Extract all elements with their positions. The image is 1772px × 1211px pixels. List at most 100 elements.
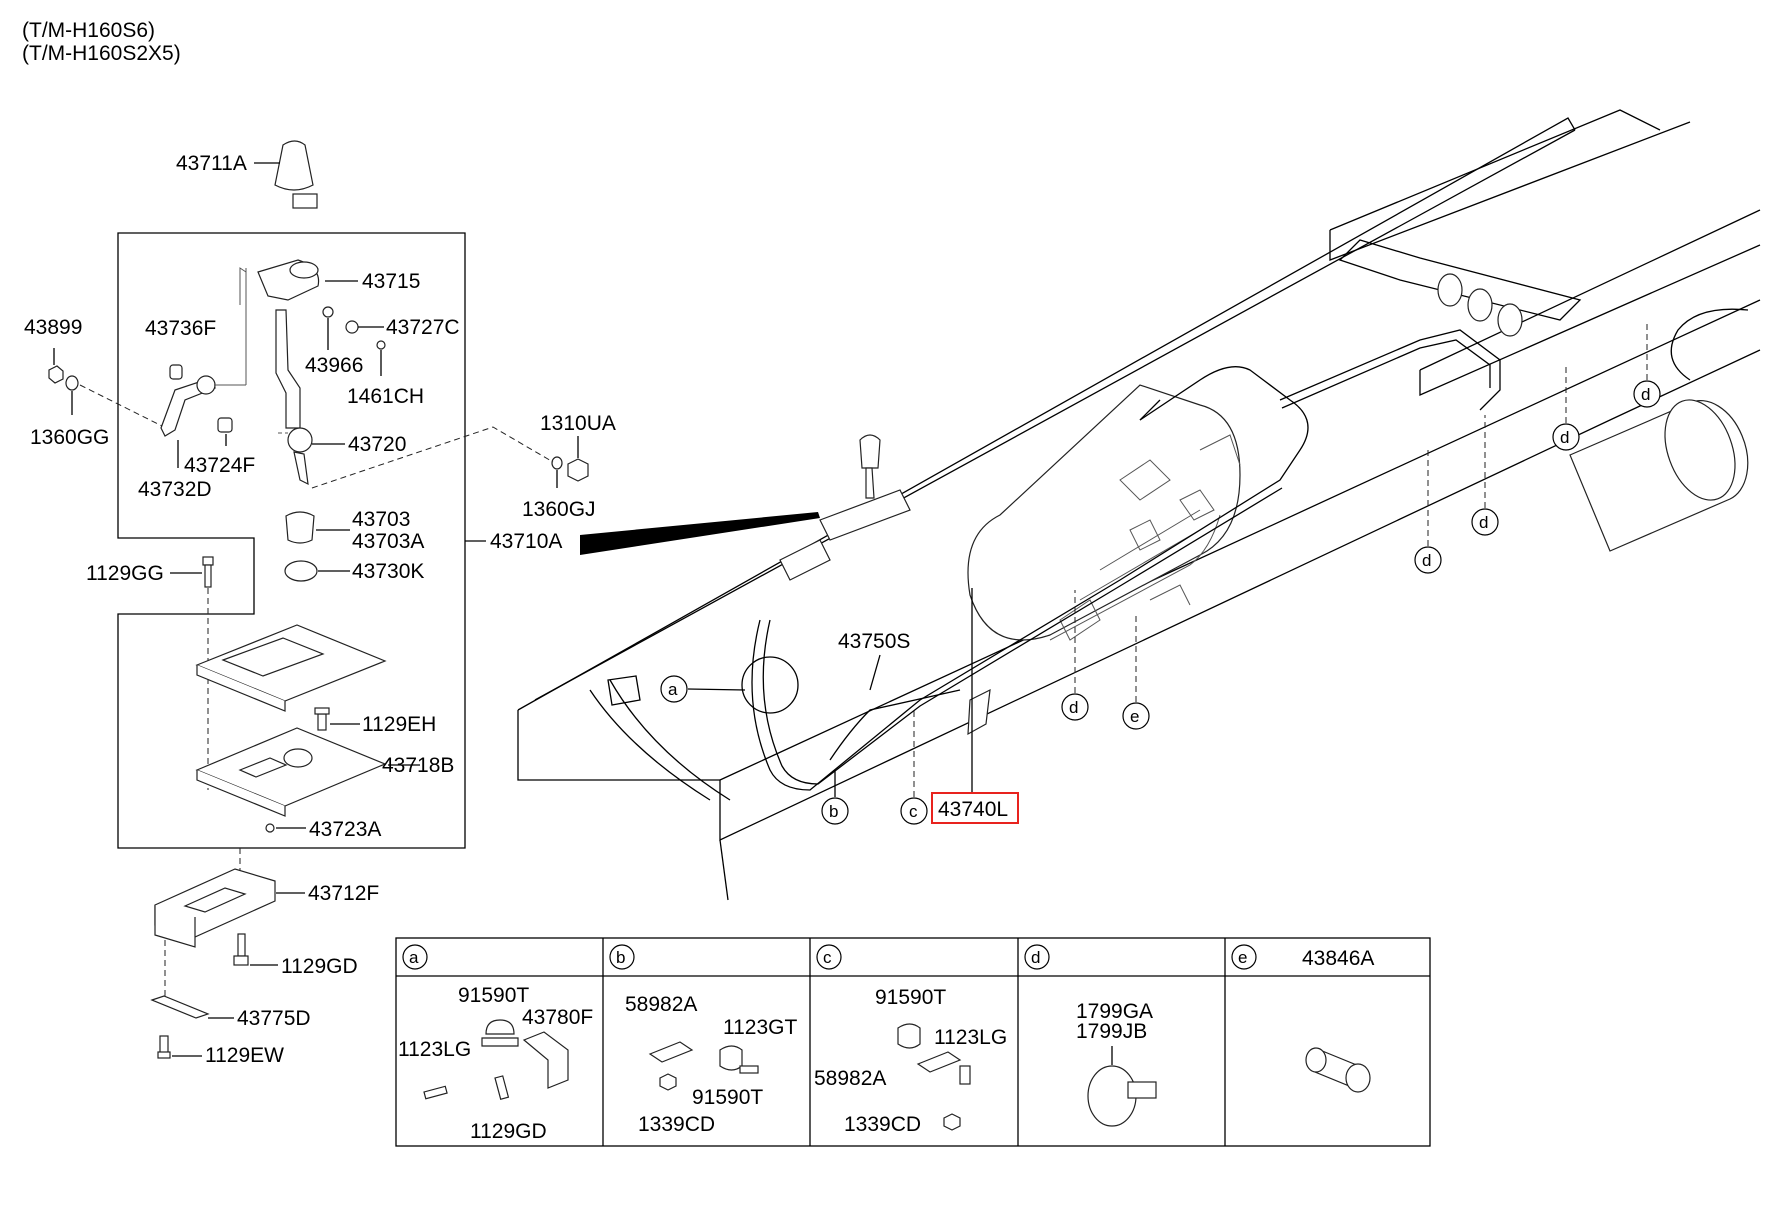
bushing-43703-part[interactable] xyxy=(285,511,350,544)
callout-e[interactable]: e xyxy=(1122,612,1150,730)
callout-b[interactable]: b xyxy=(821,770,849,825)
detail-b-label-0[interactable]: 58982A xyxy=(625,993,697,1016)
callout-a[interactable]: a xyxy=(660,675,746,703)
detail-a-label-3[interactable]: 1129GD xyxy=(470,1120,547,1143)
part-label-43899[interactable]: 43899 xyxy=(24,316,82,339)
detail-a-label-1[interactable]: 43780F xyxy=(522,1006,593,1029)
shift-cable-43740L xyxy=(751,329,1501,791)
part-label-43775D[interactable]: 43775D xyxy=(237,1007,311,1030)
shift-lever-part[interactable] xyxy=(275,309,345,486)
svg-text:d: d xyxy=(1069,698,1078,717)
part-label-1129EW[interactable]: 1129EW xyxy=(205,1044,284,1067)
detail-a-label-0[interactable]: 91590T xyxy=(458,984,529,1007)
highlight-box-43740L xyxy=(931,792,1019,824)
part-label-43720[interactable]: 43720 xyxy=(348,433,406,456)
detail-header-e: e xyxy=(1238,948,1247,967)
callout-d-4[interactable]: d xyxy=(1552,365,1580,451)
svg-text:d: d xyxy=(1479,513,1488,532)
washer-1360GJ-icon xyxy=(551,456,563,470)
part-label-43715[interactable]: 43715 xyxy=(362,270,420,293)
callout-d-1[interactable]: d xyxy=(1061,590,1089,721)
part-label-43740L[interactable]: 43740L xyxy=(938,798,1008,821)
frame-shift-lever xyxy=(779,434,911,581)
callout-c[interactable]: c xyxy=(900,710,928,825)
part-label-43736F[interactable]: 43736F xyxy=(145,317,216,340)
part-label-43730K[interactable]: 43730K xyxy=(352,560,424,583)
detail-c-label-2[interactable]: 58982A xyxy=(814,1067,886,1090)
part-label-43711A[interactable]: 43711A xyxy=(176,152,247,175)
svg-text:d: d xyxy=(1641,385,1650,404)
svg-text:d: d xyxy=(1422,551,1431,570)
plate-43775D-part[interactable] xyxy=(150,995,234,1019)
part-label-43718B[interactable]: 43718B xyxy=(382,754,454,777)
part-label-1360GJ[interactable]: 1360GJ xyxy=(522,498,596,521)
part-label-1310UA[interactable]: 1310UA xyxy=(540,412,616,435)
part-label-1129GG[interactable]: 1129GG xyxy=(86,562,164,585)
detail-header-c: c xyxy=(823,948,832,967)
part-label-43732D[interactable]: 43732D xyxy=(138,478,212,501)
part-label-43703[interactable]: 43703 xyxy=(352,508,410,531)
screw-1129EH-part[interactable] xyxy=(314,707,360,731)
bolt-1129GD-part[interactable] xyxy=(233,933,278,966)
part-label-43723A[interactable]: 43723A xyxy=(309,818,381,841)
part-label-1129EH[interactable]: 1129EH xyxy=(362,713,436,736)
part-label-1360GG[interactable]: 1360GG xyxy=(30,426,109,449)
cable-43750S-part[interactable] xyxy=(829,654,961,761)
bushing-43736F-icon xyxy=(169,364,183,380)
ring-43730K-icon xyxy=(284,560,318,582)
detail-col-a: a 91590T 43780F 1123LG 1129GD xyxy=(398,944,593,1143)
detail-col-e: e 43846A xyxy=(1231,944,1374,1093)
nut-43899-part[interactable] xyxy=(48,348,64,384)
bracket-43712F-part[interactable] xyxy=(154,868,305,948)
svg-text:a: a xyxy=(668,680,678,699)
part-label-43966[interactable]: 43966 xyxy=(305,354,363,377)
detail-col-c: c 91590T 1123LG 58982A 1339CD xyxy=(814,944,1007,1136)
part-label-43703A[interactable]: 43703A xyxy=(352,530,424,553)
detail-c-label-1[interactable]: 1123LG xyxy=(934,1026,1007,1049)
part-label-43712F[interactable]: 43712F xyxy=(308,882,379,905)
detail-c-label-0[interactable]: 91590T xyxy=(875,986,946,1009)
callout-d-2[interactable]: d xyxy=(1414,450,1442,574)
base-plate-43718B-part[interactable] xyxy=(195,624,420,817)
assembly-box-43710A xyxy=(117,232,466,849)
part-label-43727C[interactable]: 43727C xyxy=(386,316,460,339)
detail-table xyxy=(395,937,1431,1147)
svg-text:e: e xyxy=(1130,707,1139,726)
detail-b-label-2[interactable]: 91590T xyxy=(692,1086,763,1109)
detail-d-label-0[interactable]: 1799GA xyxy=(1076,1000,1153,1023)
detail-d-label-1[interactable]: 1799JB xyxy=(1076,1020,1147,1043)
detail-e-part[interactable]: 43846A xyxy=(1302,947,1374,970)
svg-text:d: d xyxy=(1560,428,1569,447)
part-label-43750S[interactable]: 43750S xyxy=(838,630,910,653)
detail-header-b: b xyxy=(616,948,625,967)
shift-knob-part[interactable] xyxy=(254,140,318,209)
nut-1310UA-icon xyxy=(567,458,589,482)
variant-label-2: (T/M-H160S2X5) xyxy=(22,42,181,65)
detail-b-label-3[interactable]: 1339CD xyxy=(638,1113,715,1136)
detail-col-b: b 58982A 1123GT 91590T 1339CD xyxy=(609,944,797,1136)
transmission-assembly xyxy=(967,384,1241,641)
part-43723A-icon xyxy=(265,823,275,833)
part-label-43724F[interactable]: 43724F xyxy=(184,454,255,477)
part-label-1129GD[interactable]: 1129GD xyxy=(281,955,358,978)
detail-c-label-3[interactable]: 1339CD xyxy=(844,1113,921,1136)
callout-d-3[interactable]: d xyxy=(1471,415,1499,536)
bolt-1129GG-part[interactable] xyxy=(170,556,214,588)
pin-43724F-icon xyxy=(217,417,233,433)
selector-arm-part[interactable] xyxy=(160,375,217,468)
part-label-1461CH[interactable]: 1461CH xyxy=(347,385,424,408)
part-1461CH-icon xyxy=(376,340,386,350)
detail-zoom-circle xyxy=(741,656,799,714)
detail-b-label-1[interactable]: 1123GT xyxy=(723,1016,797,1039)
part-label-43710A[interactable]: 43710A xyxy=(490,530,562,553)
svg-text:c: c xyxy=(909,802,918,821)
bolt-1129EW-part[interactable] xyxy=(157,1035,202,1059)
detail-col-d: d 1799GA 1799JB xyxy=(1024,944,1157,1127)
callout-d-5[interactable]: d xyxy=(1633,322,1661,408)
part-43727C-icon xyxy=(345,320,359,334)
detail-a-label-2[interactable]: 1123LG xyxy=(398,1038,471,1061)
washer-1360GG-icon xyxy=(65,375,79,391)
shift-socket-part[interactable] xyxy=(257,259,358,301)
svg-text:b: b xyxy=(829,802,838,821)
